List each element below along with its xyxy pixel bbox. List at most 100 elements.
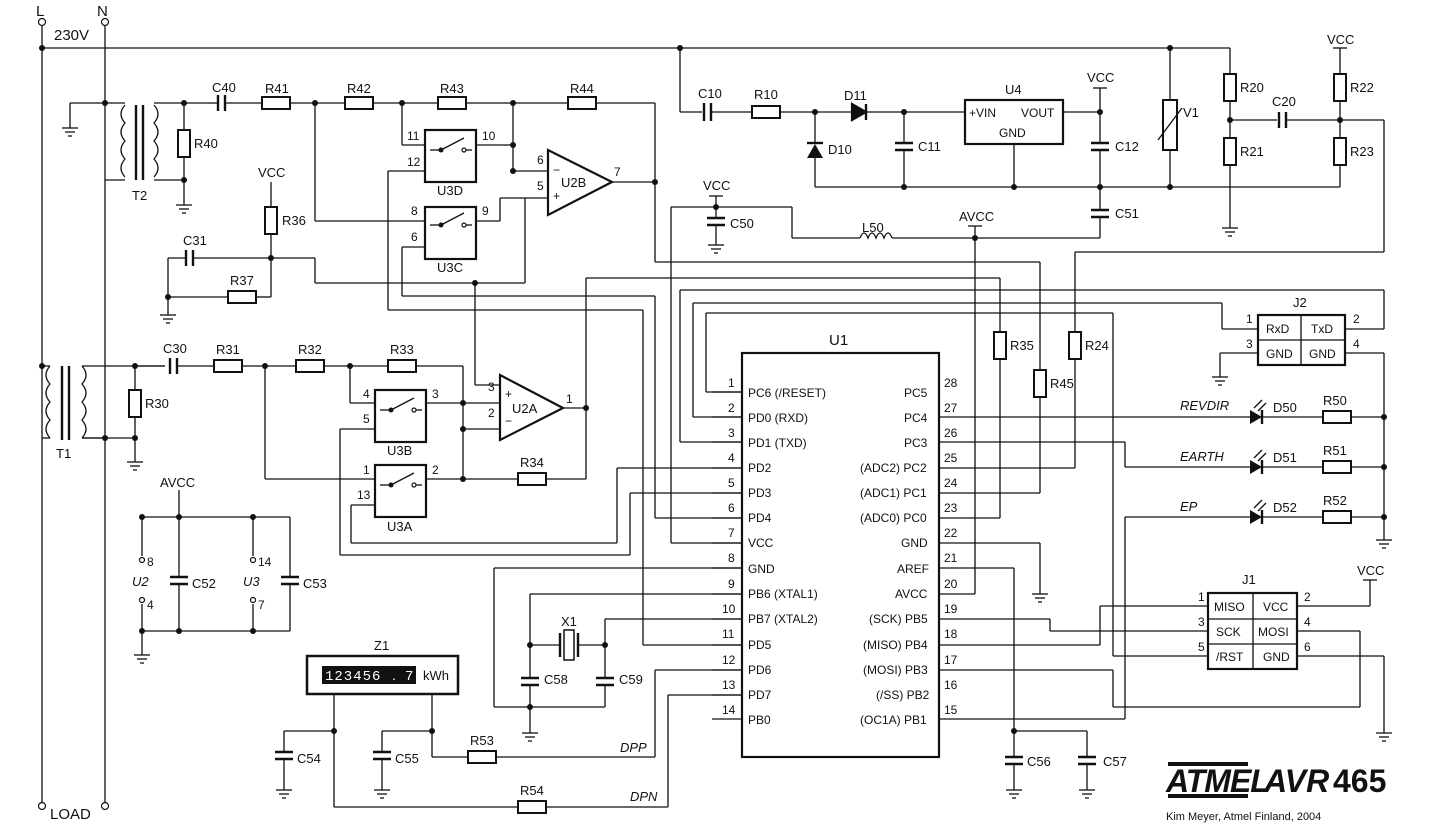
- credit-line: Kim Meyer, Atmel Finland, 2004: [1166, 811, 1321, 823]
- j1-pin-3: 3: [1198, 615, 1205, 629]
- j1-pin-1: 1: [1198, 590, 1205, 604]
- u4-vout: VOUT: [1021, 106, 1055, 120]
- mains-voltage-label: 230V: [54, 27, 89, 44]
- svg-text:1: 1: [363, 463, 370, 477]
- label-avcc-decoupling: AVCC: [160, 475, 195, 490]
- svg-text:(MISO) PB4: (MISO) PB4: [863, 638, 928, 652]
- svg-text:19: 19: [944, 602, 958, 616]
- atmel-wordmark: ATMEL: [1165, 763, 1269, 799]
- svg-text:AREF: AREF: [897, 562, 929, 576]
- svg-text:7: 7: [614, 165, 621, 179]
- j1-sck: SCK: [1216, 625, 1241, 639]
- label-r10: R10: [754, 87, 778, 102]
- j1-pin-2: 2: [1304, 590, 1311, 604]
- counter-unit: kWh: [423, 668, 449, 683]
- label-j2: J2: [1293, 295, 1307, 310]
- j1-vcc: VCC: [1263, 600, 1289, 614]
- label-u2a: U2A: [512, 401, 538, 416]
- label-r51: R51: [1323, 443, 1347, 458]
- svg-text:5: 5: [363, 412, 370, 426]
- label-r53: R53: [470, 733, 494, 748]
- svg-text:11: 11: [722, 627, 735, 641]
- label-r30: R30: [145, 396, 169, 411]
- svg-text:4: 4: [728, 451, 735, 465]
- svg-text:17: 17: [944, 653, 958, 667]
- svg-text:PD3: PD3: [748, 486, 772, 500]
- bias-network: [160, 182, 526, 386]
- svg-text:(OC1A) PB1: (OC1A) PB1: [860, 713, 927, 727]
- svg-text:3: 3: [488, 380, 495, 394]
- svg-text:PD2: PD2: [748, 461, 772, 475]
- label-c52: C52: [192, 576, 216, 591]
- signal-ep: EP: [1180, 499, 1198, 514]
- svg-text:1: 1: [566, 392, 573, 406]
- svg-text:GND: GND: [748, 562, 775, 576]
- pin-u3-14: 14: [258, 555, 272, 569]
- label-r32: R32: [298, 342, 322, 357]
- avr-wordmark: AVR: [1263, 763, 1329, 799]
- load-label: LOAD: [50, 806, 91, 823]
- counter-decimal: 7: [405, 669, 413, 685]
- svg-text:(ADC1) PC1: (ADC1) PC1: [860, 486, 927, 500]
- svg-text:21: 21: [944, 551, 958, 565]
- svg-text:9: 9: [728, 577, 735, 591]
- label-v1: V1: [1183, 105, 1199, 120]
- svg-text:7: 7: [728, 526, 735, 540]
- label-j1: J1: [1242, 572, 1256, 587]
- svg-text:PD6: PD6: [748, 663, 772, 677]
- label-r52: R52: [1323, 493, 1347, 508]
- connector-j2: [1212, 313, 1385, 540]
- label-c11: C11: [918, 139, 941, 154]
- label-c56: C56: [1027, 754, 1051, 769]
- j2-pin-4: 4: [1353, 337, 1360, 351]
- pin-u2-4: 4: [147, 598, 154, 612]
- label-r54: R54: [520, 783, 544, 798]
- svg-text:24: 24: [944, 476, 958, 490]
- analog-supply: [670, 195, 982, 595]
- svg-text:28: 28: [944, 376, 958, 390]
- svg-text:PD4: PD4: [748, 511, 772, 525]
- label-u3c: U3C: [437, 260, 463, 275]
- counter-decimal-dot: .: [392, 667, 396, 683]
- label-u1: U1: [829, 332, 848, 349]
- svg-text:1: 1: [728, 376, 735, 390]
- svg-text:11: 11: [407, 129, 420, 143]
- svg-text:(ADC0) PC0: (ADC0) PC0: [860, 511, 927, 525]
- svg-text:+: +: [553, 189, 560, 203]
- svg-text:6: 6: [537, 153, 544, 167]
- label-t2: T2: [132, 188, 147, 203]
- signal-revdir: REVDIR: [1180, 398, 1229, 413]
- counter-digits: 123456: [325, 669, 381, 685]
- power-supply: [679, 47, 1385, 332]
- mcu-left-stubs: [712, 391, 742, 720]
- mcu-right-nets: [679, 262, 1385, 799]
- svg-text:13: 13: [722, 678, 736, 692]
- svg-text:25: 25: [944, 451, 958, 465]
- j2-pin-3: 3: [1246, 337, 1253, 351]
- svg-text:12: 12: [407, 155, 421, 169]
- switch-u3c: [423, 205, 478, 261]
- label-vcc-r22: VCC: [1327, 32, 1354, 47]
- svg-text:14: 14: [722, 703, 736, 717]
- label-c30: C30: [163, 341, 187, 356]
- label-vcc-j1: VCC: [1357, 563, 1384, 578]
- label-r50: R50: [1323, 393, 1347, 408]
- svg-text:15: 15: [944, 703, 958, 717]
- label-r45: R45: [1050, 376, 1074, 391]
- j1-pin-4: 4: [1304, 615, 1311, 629]
- svg-text:PD1 (TXD): PD1 (TXD): [748, 436, 807, 450]
- label-u2b: U2B: [561, 175, 586, 190]
- svg-text:9: 9: [482, 204, 489, 218]
- label-d11: D11: [844, 88, 867, 103]
- j2-rxd: RxD: [1266, 322, 1290, 336]
- svg-text:4: 4: [363, 387, 370, 401]
- svg-text:12: 12: [722, 653, 736, 667]
- svg-text:2: 2: [488, 406, 495, 420]
- svg-text:PC4: PC4: [904, 411, 928, 425]
- opamp-u2a: [498, 373, 566, 442]
- label-z1: Z1: [374, 638, 389, 653]
- svg-text:10: 10: [722, 602, 736, 616]
- svg-text:27: 27: [944, 401, 958, 415]
